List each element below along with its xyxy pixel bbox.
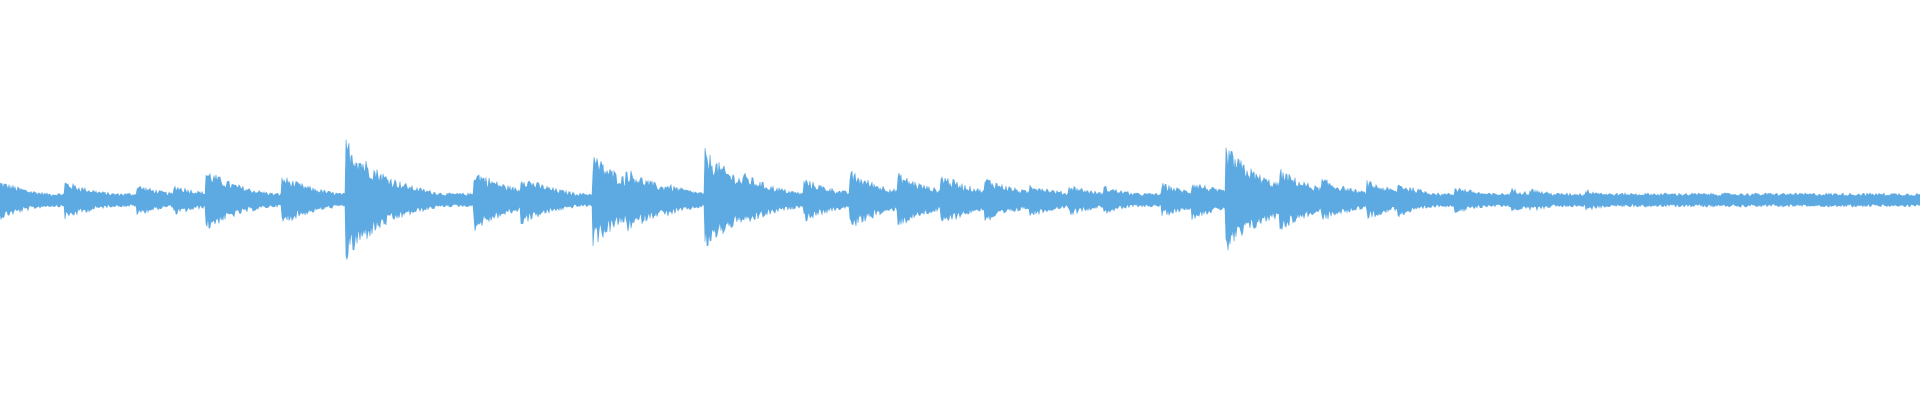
waveform-envelope — [0, 139, 1920, 260]
